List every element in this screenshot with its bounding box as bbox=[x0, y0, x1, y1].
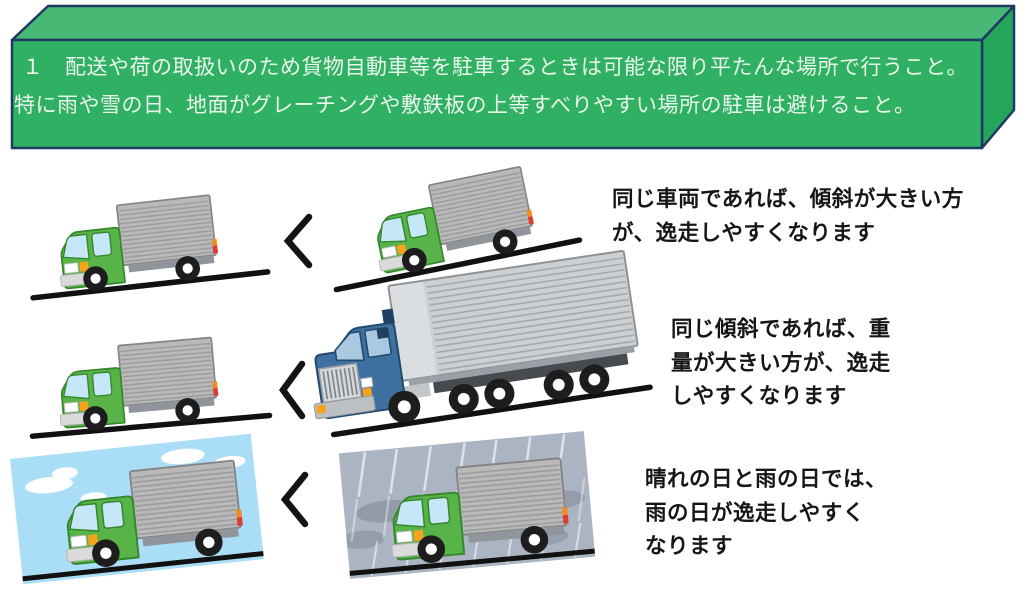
green-truck-steep-slope bbox=[333, 165, 583, 293]
caption-weather: 晴れの日と雨の日では、 雨の日が逸走しやすく なります bbox=[645, 467, 888, 558]
less-than-icon bbox=[278, 360, 306, 420]
comparison-row-weather: 晴れの日と雨の日では、 雨の日が逸走しやすく なります bbox=[0, 431, 1024, 603]
green-truck-on-slope bbox=[29, 336, 273, 439]
caption-weight: 同じ傾斜であれば、重 量が大きい方が、逸走 しやすくなります bbox=[671, 317, 891, 408]
comparison-row-slope: 同じ車両であれば、傾斜が大きい方 が、逸走しやすくなります bbox=[0, 148, 1024, 308]
heavy-blue-truck-on-slope bbox=[297, 249, 653, 438]
banner-front-face bbox=[10, 38, 984, 150]
less-than-icon bbox=[283, 213, 313, 269]
rainy-day-scene bbox=[338, 431, 596, 579]
less-than-icon bbox=[280, 471, 309, 528]
banner-3d-box bbox=[10, 4, 1016, 150]
green-truck-illustration bbox=[384, 457, 573, 568]
sunny-day-scene bbox=[10, 433, 264, 585]
banner-text-line2: 特に雨や雪の日、地面がグレーチングや敷鉄板の上等すべりやすい場所の駐車は避けるこ… bbox=[14, 94, 916, 117]
banner-top-face bbox=[10, 4, 1016, 42]
green-truck-gentle-slope bbox=[30, 194, 271, 301]
banner-text-line1: １ 配送や荷の取扱いのため貨物自動車等を駐車するときは可能な限り平たんな場所で行… bbox=[22, 56, 968, 79]
rule-banner: １ 配送や荷の取扱いのため貨物自動車等を駐車するときは可能な限り平たんな場所で行… bbox=[0, 0, 1024, 158]
caption-slope: 同じ車両であれば、傾斜が大きい方 が、逸走しやすくなります bbox=[612, 187, 964, 245]
comparison-row-weight: 同じ傾斜であれば、重 量が大きい方が、逸走 しやすくなります bbox=[0, 249, 1024, 444]
